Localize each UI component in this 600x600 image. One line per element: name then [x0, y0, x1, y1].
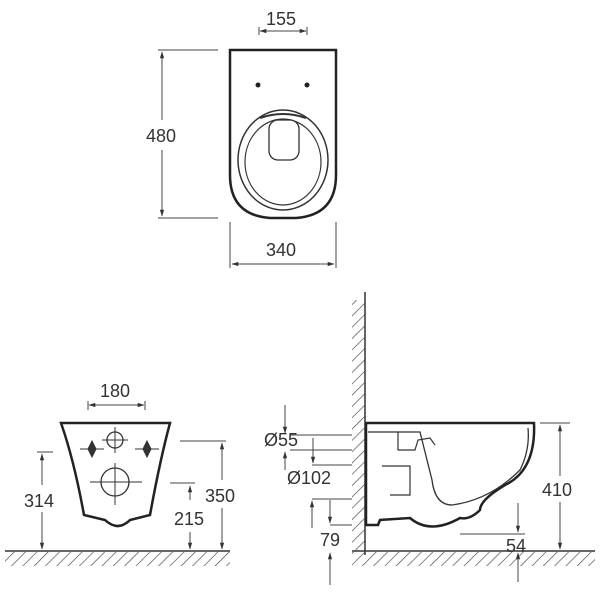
dim-bolt-spacing: 180: [100, 381, 130, 401]
side-view: Ø55 Ø102 79 410 54: [264, 292, 595, 585]
bowl-side-outline: [364, 421, 536, 528]
dim-floor-clearance: 54: [506, 536, 526, 556]
mount-hole-right: [304, 82, 310, 88]
dim-seat-width: 155: [266, 9, 296, 29]
dim-inlet-diameter: Ø55: [264, 430, 298, 450]
dim-outlet-center: 215: [174, 509, 204, 529]
wall-hatch: [352, 300, 365, 550]
mount-hole-left: [255, 82, 261, 88]
trapway: [368, 427, 529, 506]
seat-outer: [237, 109, 329, 211]
dim-outlet-offset: 79: [320, 530, 340, 550]
dim-length: 480: [146, 126, 176, 146]
dim-width: 340: [266, 240, 296, 260]
flush-opening: [268, 119, 300, 161]
bolt-right: [135, 439, 159, 459]
seat-inner: [244, 118, 322, 206]
rear-outline: [59, 421, 172, 528]
dim-outlet-diameter: Ø102: [287, 468, 331, 488]
seat-hinge: [259, 113, 307, 119]
dim-inlet-height: 314: [24, 491, 54, 511]
floor-hatch-side: [352, 552, 595, 566]
inlet-pipe: [397, 432, 436, 451]
dim-bowl-height: 410: [542, 480, 572, 500]
bowl-outline: [228, 48, 338, 220]
bolt-left: [80, 439, 104, 459]
rear-view: 180 314 350 215: [5, 381, 235, 566]
top-view: 155 480 340: [146, 9, 338, 268]
outlet-pipe: [382, 465, 411, 496]
dim-outlet-height: 350: [205, 486, 235, 506]
floor-hatch: [5, 552, 230, 566]
